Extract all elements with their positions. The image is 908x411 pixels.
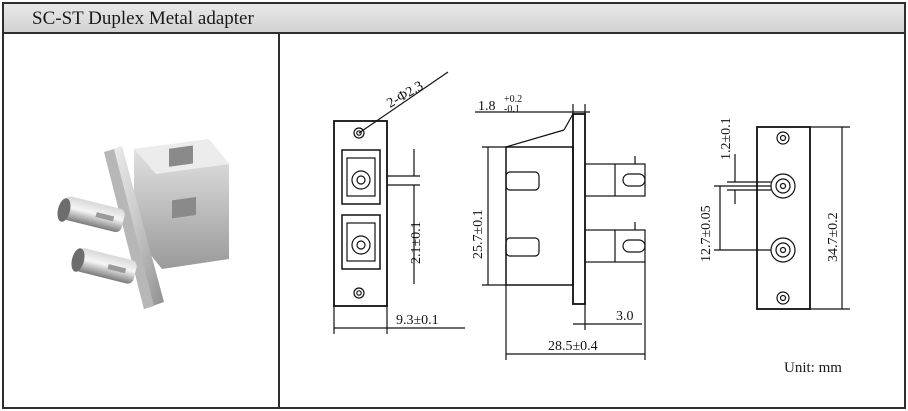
dim-plate-tol-minus: -0.1: [504, 104, 520, 115]
rear-hole-bottom: [776, 291, 790, 305]
st-port-lower: [770, 237, 796, 263]
unit-note: Unit: mm: [784, 360, 842, 376]
sc-port-upper: [341, 149, 381, 205]
sc-port-lower: [341, 214, 381, 270]
front-view: [333, 71, 465, 334]
st-barrels: [57, 196, 137, 284]
photo-panel: [4, 34, 280, 407]
adapter-photo: [57, 139, 229, 309]
technical-drawing: 2-Φ2.3 2.1±0.1 9.3±0.1: [333, 71, 850, 360]
drawing-panel: 2-Φ2.3 2.1±0.1 9.3±0.1: [280, 34, 904, 407]
dim-body-width: 9.3±0.1: [396, 313, 439, 328]
hole-leader: [358, 71, 449, 134]
dim-top-offset: 1.2±0.1: [719, 117, 734, 160]
page-title: SC-ST Duplex Metal adapter: [32, 8, 254, 29]
dim-pitch: 12.7±0.05: [699, 205, 714, 262]
sc-body: [134, 139, 229, 269]
rear-hole-top: [776, 131, 790, 145]
dim-hole-offset: 2.1±0.1: [409, 221, 424, 264]
dim-plate-thickness: 1.8: [478, 99, 496, 114]
dim-st-offset: 3.0: [616, 309, 634, 324]
dim-hole-label: 2-Φ2.3: [385, 79, 427, 112]
dim-body-height: 25.7±0.1: [471, 209, 486, 259]
flange: [104, 146, 164, 309]
dim-flange-height: 34.7±0.2: [826, 212, 841, 262]
mount-hole-bottom: [353, 287, 365, 299]
rear-view: [714, 126, 850, 310]
st-port-upper: [770, 173, 796, 199]
dim-total-length: 28.5±0.4: [548, 339, 598, 354]
mount-hole-top: [353, 127, 365, 139]
header-bar: SC-ST Duplex Metal adapter: [4, 4, 904, 34]
dim-plate-tol-plus: +0.2: [504, 94, 522, 105]
side-view: [475, 104, 646, 360]
